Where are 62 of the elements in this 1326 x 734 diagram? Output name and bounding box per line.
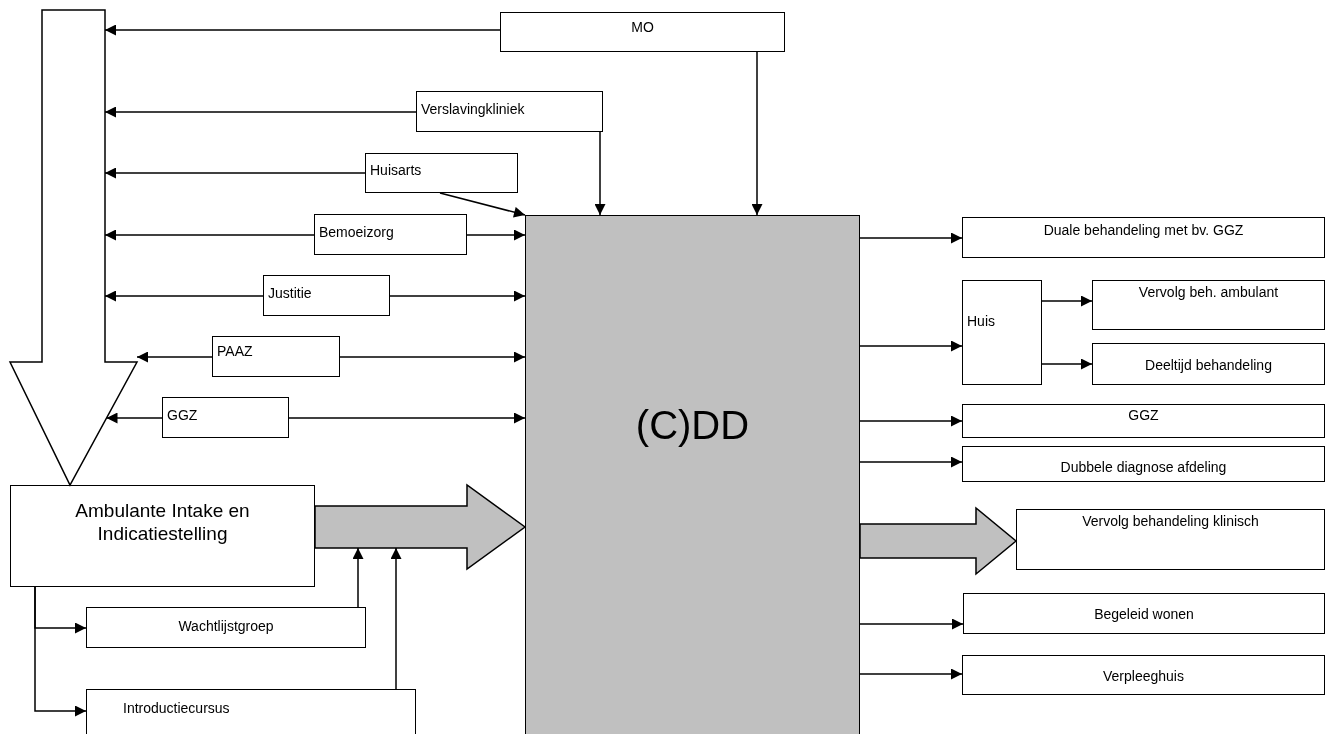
process-box [365, 153, 518, 193]
box-label: Ambulante Intake en Indicatiestelling [74, 500, 251, 546]
box-label: Duale behandeling met bv. GGZ [1042, 222, 1245, 239]
arrow [859, 668, 963, 680]
arrow [859, 618, 964, 630]
process-box [962, 280, 1042, 385]
box-label: Justitie [268, 285, 313, 302]
arrow [859, 340, 963, 352]
box-label: PAAZ [217, 343, 254, 360]
arrow [136, 351, 213, 363]
process-box [1092, 343, 1325, 385]
box-label: Verpleeghuis [1102, 668, 1185, 685]
block-arrow [314, 483, 527, 571]
box-label: Introductiecursus [123, 700, 231, 717]
block-arrow [859, 506, 1018, 576]
box-label: Bemoeizorg [319, 224, 395, 241]
process-box [86, 689, 416, 734]
arrow [751, 51, 763, 216]
box-label: Vervolg beh. ambulant [1137, 284, 1280, 301]
box-label: GGZ [167, 407, 199, 424]
box-label: Deeltijd behandeling [1144, 357, 1273, 374]
box-label: Huis [967, 313, 996, 330]
hollow-down-arrow [10, 10, 137, 487]
process-box [86, 607, 366, 648]
process-box [416, 91, 603, 132]
arrow [859, 415, 963, 427]
arrow [466, 229, 526, 241]
arrow [339, 351, 526, 363]
arrow [34, 586, 87, 717]
process-box [1092, 280, 1325, 330]
arrow [389, 290, 526, 302]
arrow [352, 547, 364, 608]
box-label: Dubbele diagnose afdeling [1059, 459, 1228, 476]
arrow [859, 456, 963, 468]
process-box [500, 12, 785, 52]
process-box [212, 336, 340, 377]
arrow [859, 232, 963, 244]
process-box [263, 275, 390, 316]
box-label: (C)DD [634, 402, 751, 449]
process-box [962, 446, 1325, 482]
box-label: Wachtlijstgroep [177, 618, 275, 635]
process-box [314, 214, 467, 255]
process-box [162, 397, 289, 438]
box-label: GGZ [1127, 407, 1160, 424]
arrow [288, 412, 526, 424]
arrow [390, 547, 402, 690]
box-label: Vervolg behandeling klinisch [1081, 513, 1260, 530]
process-box [1016, 509, 1325, 570]
process-box [962, 655, 1325, 695]
box-label: Verslavingkliniek [421, 101, 526, 118]
process-box [962, 404, 1325, 438]
arrow [1041, 295, 1093, 307]
process-box [10, 485, 315, 587]
large-process-block [525, 215, 860, 734]
arrow [105, 412, 163, 424]
box-label: MO [630, 19, 655, 36]
process-box [962, 217, 1325, 258]
process-box [963, 593, 1325, 634]
arrow [1041, 358, 1093, 370]
box-label: Begeleid wonen [1093, 606, 1195, 623]
box-label: Huisarts [370, 162, 423, 179]
arrow [594, 131, 606, 216]
